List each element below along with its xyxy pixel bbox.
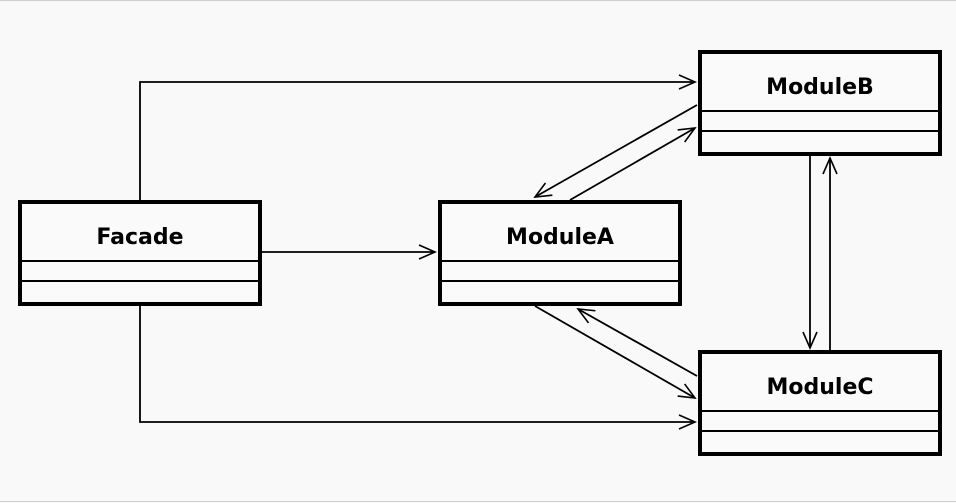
class-moduleb[interactable]: ModuleB [698, 50, 942, 156]
class-name: Facade [22, 204, 258, 262]
attributes-compartment [702, 412, 938, 432]
attributes-compartment [702, 112, 938, 132]
association-modulec-modulea [576, 308, 698, 377]
association-modulea-moduleb [569, 127, 697, 201]
class-modulea[interactable]: ModuleA [438, 200, 682, 306]
association-facade-moduleb [139, 74, 697, 200]
class-name: ModuleA [442, 204, 678, 262]
operations-compartment [702, 432, 938, 452]
operations-compartment [702, 132, 938, 152]
attributes-compartment [442, 262, 678, 282]
association-modulea-modulec [534, 305, 697, 399]
association-moduleb-modulea [533, 104, 698, 198]
class-name: ModuleB [702, 54, 938, 112]
class-name: ModuleC [702, 354, 938, 412]
operations-compartment [22, 282, 258, 302]
attributes-compartment [22, 262, 258, 282]
operations-compartment [442, 282, 678, 302]
class-modulec[interactable]: ModuleC [698, 350, 942, 456]
association-facade-modulec [139, 306, 697, 430]
class-facade[interactable]: Facade [18, 200, 262, 306]
